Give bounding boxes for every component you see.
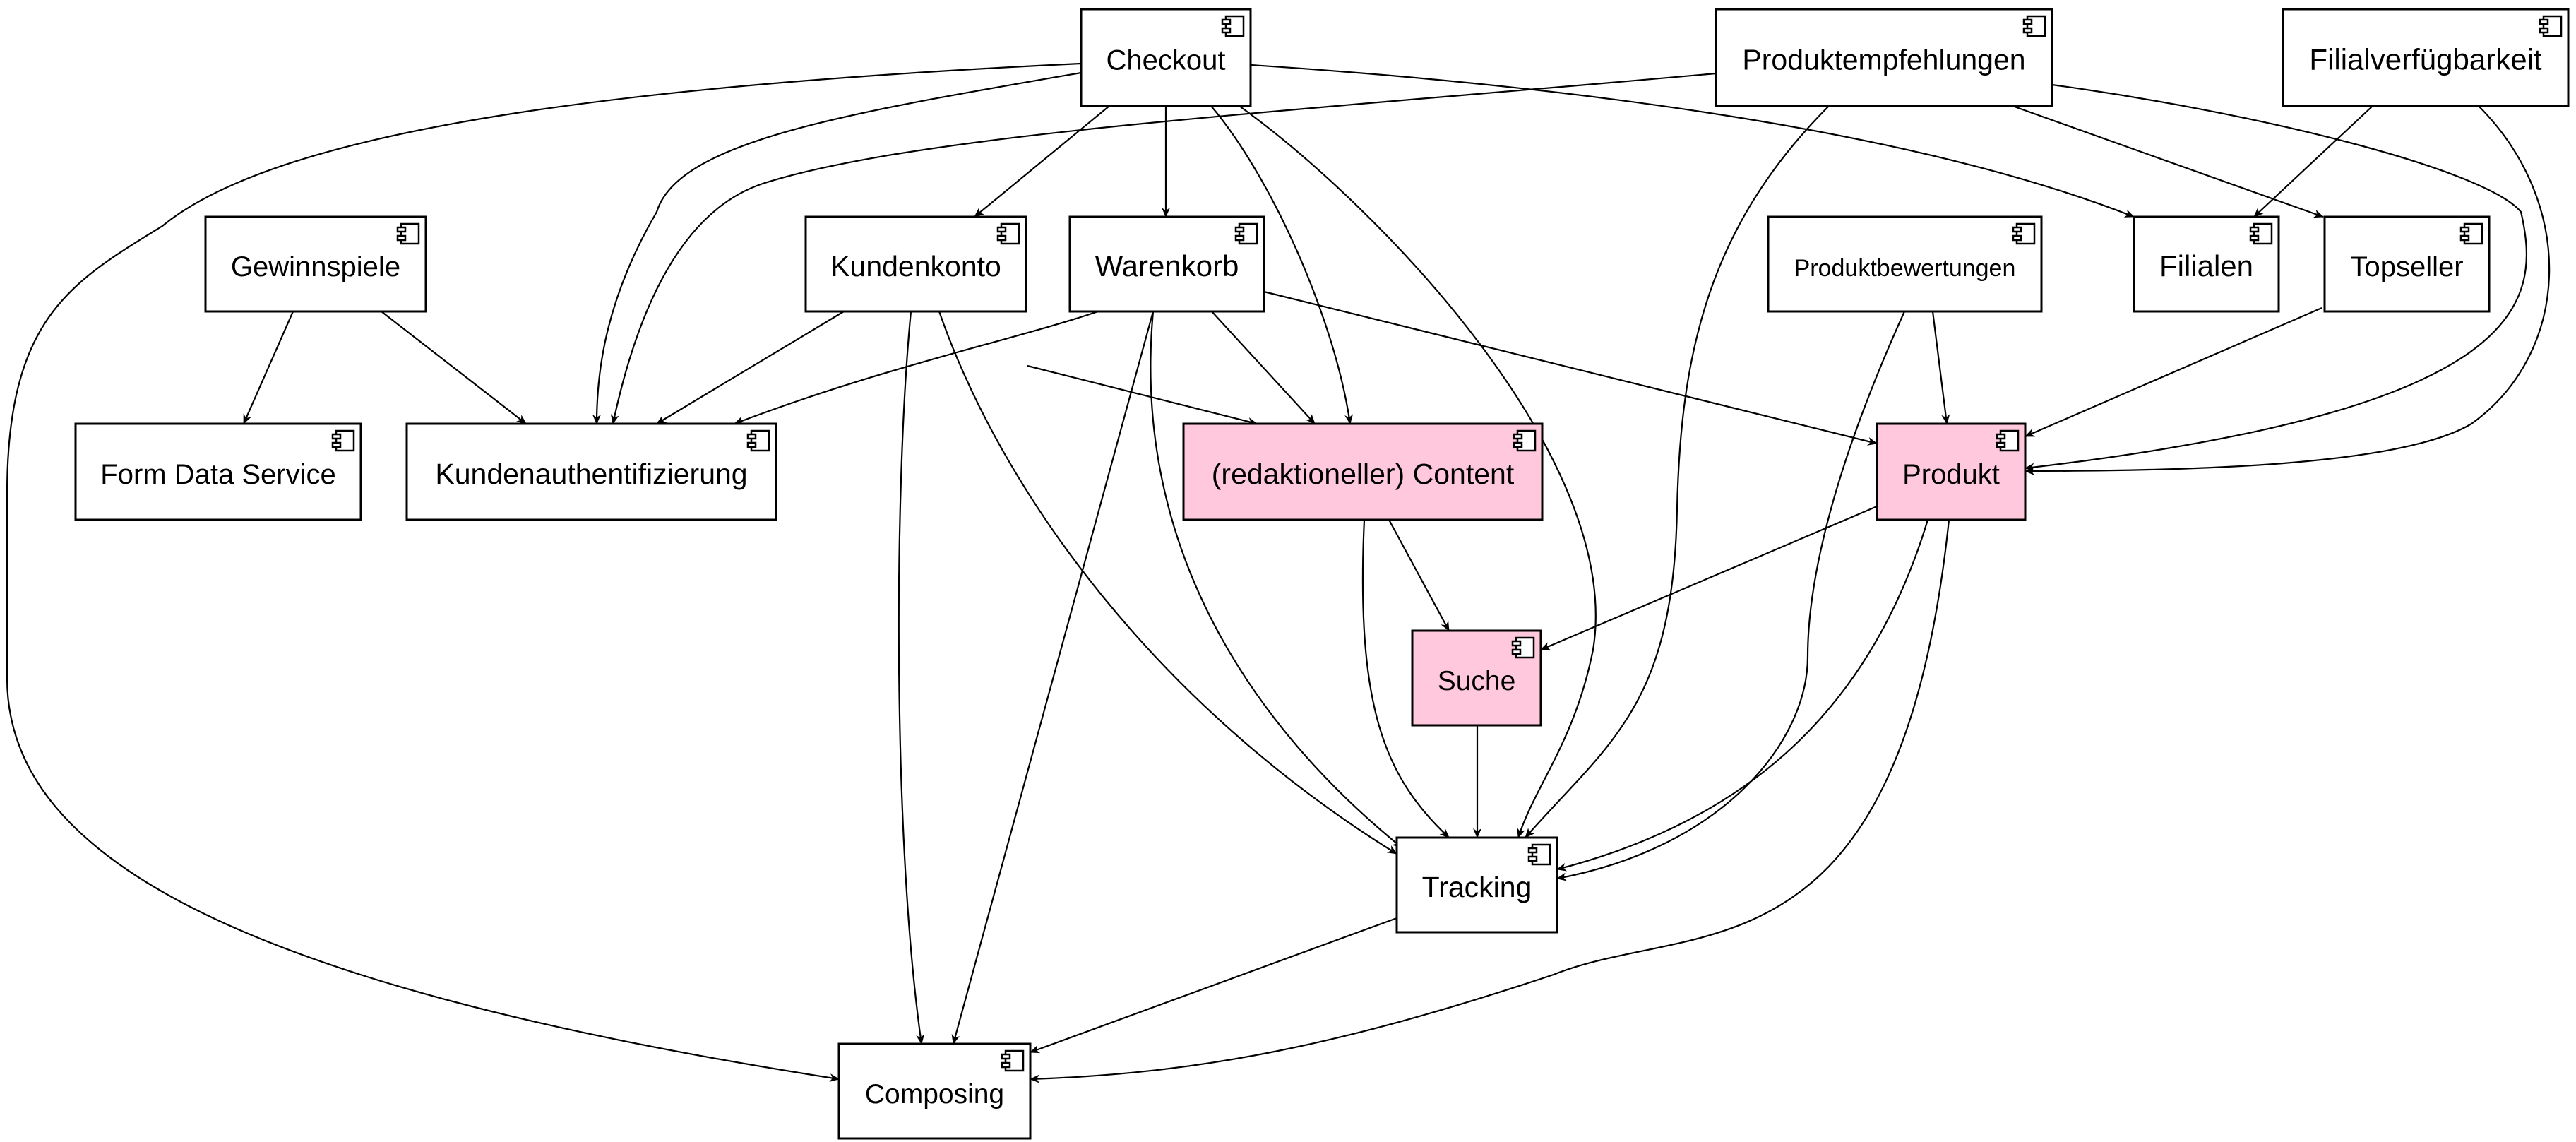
edge-warenkorb-to-produkt [1263, 290, 1878, 446]
node-filialen[interactable]: Filialen [2133, 215, 2280, 313]
node-warenkorb[interactable]: Warenkorb [1068, 215, 1265, 313]
node-label: Composing [865, 1079, 1004, 1110]
edge-checkout-to-filialen [1250, 64, 2135, 218]
edge-warenkorb-to-content [1211, 311, 1316, 424]
edge-kundenkonto-to-composing [898, 311, 925, 1045]
edge-produktempfehlungen-to-topseller [2012, 105, 2324, 218]
node-kundenkonto[interactable]: Kundenkonto [804, 215, 1027, 313]
node-box [1068, 215, 1265, 313]
node-box [1715, 8, 2053, 107]
component-icon [331, 429, 355, 452]
node-box [1767, 215, 2043, 313]
edge-produktempfehlungen-to-produkt [2025, 83, 2528, 472]
node-content[interactable]: (redaktioneller) Content [1182, 422, 1544, 521]
edge-kundenkonto-to-content [1027, 364, 1258, 426]
component-icon [746, 429, 770, 452]
edge-gewinnspiele-to-form-data-service [242, 311, 294, 424]
edge-kundenkonto-to-tracking [938, 311, 1397, 855]
node-box [2282, 8, 2570, 107]
node-topseller[interactable]: Topseller [2323, 215, 2491, 313]
node-label: Filialen [2159, 249, 2253, 282]
edge-produktbewertungen-to-tracking [1556, 311, 1906, 881]
component-icon [1234, 222, 1258, 245]
node-box [1182, 422, 1544, 521]
node-box [74, 422, 362, 521]
node-label: Topseller [2350, 251, 2463, 282]
component-icon [1513, 429, 1537, 452]
node-tracking[interactable]: Tracking [1395, 836, 1558, 934]
component-icon [1511, 636, 1535, 659]
component-icon [1527, 843, 1551, 866]
edge-produkt-to-suche [1540, 505, 1878, 651]
node-box [1080, 8, 1252, 107]
node-label: Tracking [1422, 871, 1532, 903]
component-icon [396, 222, 420, 245]
component-icon [996, 222, 1020, 245]
edges-layer [6, 62, 2551, 1083]
node-box [1395, 836, 1558, 934]
node-label: Form Data Service [100, 459, 335, 490]
node-label: Produktbewertungen [1794, 255, 2016, 282]
node-label: Checkout [1107, 45, 1226, 76]
edge-topseller-to-produkt [2025, 307, 2322, 438]
node-filialverfuegbarkeit[interactable]: Filialverfügbarkeit [2282, 8, 2570, 107]
node-label: (redaktioneller) Content [1212, 458, 1515, 490]
edge-produkt-to-composing [1030, 519, 1950, 1083]
edge-checkout-to-content [1210, 105, 1354, 424]
node-checkout[interactable]: Checkout [1080, 8, 1252, 107]
node-label: Produkt [1902, 459, 2000, 490]
nodes-layer: Checkout Produktempfehlungen Filialverfügb… [74, 8, 2570, 1140]
edge-checkout-to-composing [6, 62, 1082, 1082]
node-kundenauthentifizierung[interactable]: Kundenauthentifizierung [405, 422, 777, 521]
edge-filialverfuegbarkeit-to-produkt [2025, 105, 2551, 475]
component-icon [1221, 15, 1245, 37]
edge-checkout-to-kundenkonto [974, 105, 1110, 218]
node-label: Suche [1438, 666, 1516, 696]
component-icon [1996, 429, 2020, 452]
edge-checkout-to-kundenauthentifizierung [592, 71, 1082, 424]
edge-filialverfuegbarkeit-to-filialen [2253, 105, 2373, 218]
edge-content-to-tracking [1361, 519, 1450, 838]
node-produktempfehlungen[interactable]: Produktempfehlungen [1715, 8, 2053, 107]
node-form-data-service[interactable]: Form Data Service [74, 422, 362, 521]
node-produktbewertungen[interactable]: Produktbewertungen [1767, 215, 2043, 313]
component-icon [2249, 222, 2273, 245]
edge-warenkorb-to-tracking [1150, 311, 1402, 848]
node-box [204, 215, 427, 313]
node-label: Filialverfügbarkeit [2309, 43, 2541, 76]
node-box [804, 215, 1027, 313]
node-suche[interactable]: Suche [1411, 629, 1542, 727]
component-icon [1001, 1049, 1025, 1072]
node-box [837, 1042, 1032, 1140]
edge-checkout-to-tracking [1239, 105, 1597, 838]
edge-kundenkonto-to-kundenauthentifizierung [656, 311, 845, 424]
node-composing[interactable]: Composing [837, 1042, 1032, 1140]
component-icon [2022, 15, 2046, 37]
node-box [2323, 215, 2491, 313]
edge-produkt-to-tracking [1556, 519, 1929, 872]
node-label: Kundenkonto [830, 250, 1001, 282]
node-label: Produktempfehlungen [1742, 44, 2025, 76]
component-icon [2539, 15, 2563, 37]
edge-produktbewertungen-to-produkt [1931, 311, 1950, 424]
edge-content-to-suche [1388, 519, 1450, 631]
component-icon [2012, 222, 2036, 245]
edge-produktempfehlungen-to-tracking [1525, 105, 1830, 838]
node-produkt[interactable]: Produkt [1876, 422, 2027, 521]
edge-produktempfehlungen-to-kundenauthentifizierung [610, 72, 1717, 424]
node-gewinnspiele[interactable]: Gewinnspiele [204, 215, 427, 313]
node-label: Gewinnspiele [231, 251, 400, 282]
node-label: Warenkorb [1095, 249, 1239, 282]
node-label: Kundenauthentifizierung [435, 458, 747, 490]
edge-warenkorb-to-kundenauthentifizierung [734, 310, 1099, 425]
edge-gewinnspiele-to-kundenauthentifizierung [381, 311, 527, 424]
edge-warenkorb-to-composing [951, 311, 1155, 1045]
node-box [405, 422, 777, 521]
component-icon [2459, 222, 2483, 245]
edge-tracking-to-composing [1030, 917, 1397, 1054]
